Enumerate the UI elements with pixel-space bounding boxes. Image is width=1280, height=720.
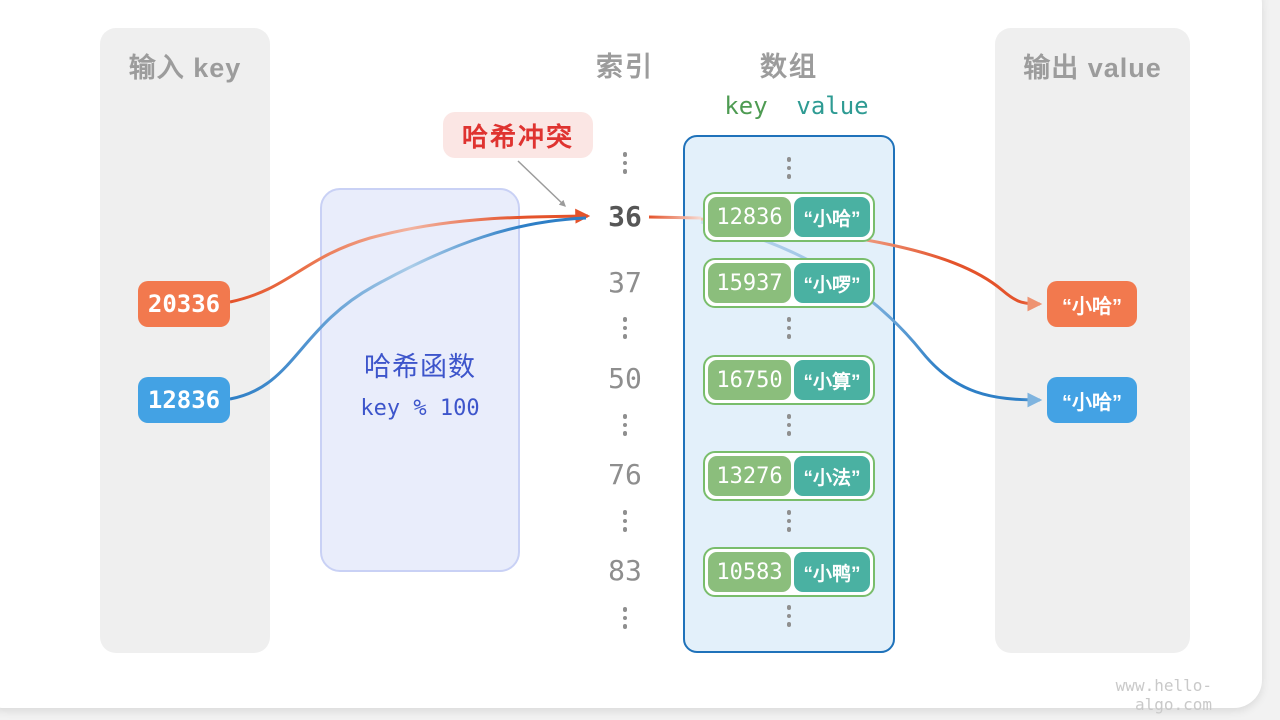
array-ellipsis: [779, 414, 799, 436]
hash-function-formula: key % 100: [360, 396, 480, 421]
entry-value-pill: “小法”: [794, 456, 870, 496]
input-key-box-20336: 20336: [138, 281, 230, 327]
index-value-50: 50: [608, 362, 642, 395]
array-entry: 13276 “小法”: [703, 451, 875, 501]
entry-key-pill: 13276: [708, 456, 791, 496]
index-value-76: 76: [608, 458, 642, 491]
output-value-box-blue: “小哈”: [1047, 377, 1137, 423]
footer-watermark: www.hello-algo.com: [1115, 676, 1212, 714]
array-entry: 16750 “小算”: [703, 355, 875, 405]
array-ellipsis: [779, 157, 799, 179]
entry-value-pill: “小啰”: [794, 263, 870, 303]
array-entry: 10583 “小鸭”: [703, 547, 875, 597]
index-value-83: 83: [608, 554, 642, 587]
hash-function-title: 哈希函数: [364, 352, 476, 382]
index-column-title: 索引: [596, 52, 654, 82]
collision-badge: 哈希冲突: [443, 112, 593, 158]
entry-key-pill: 12836: [708, 197, 791, 237]
entry-key-pill: 16750: [708, 360, 791, 400]
index-ellipsis: [615, 414, 635, 436]
array-column-title: 数组: [760, 52, 818, 82]
index-ellipsis: [615, 317, 635, 339]
output-value-box-orange: “小哈”: [1047, 281, 1137, 327]
array-entry: 12836 “小哈”: [703, 192, 875, 242]
index-ellipsis: [615, 510, 635, 532]
array-ellipsis: [779, 510, 799, 532]
key-column-header: key: [724, 92, 768, 120]
input-panel-title: 输入 key: [128, 53, 242, 83]
value-column-header: value: [796, 92, 869, 120]
input-key-panel: 输入 key: [100, 28, 270, 653]
output-panel-title: 输出 value: [1023, 53, 1162, 83]
index-value-36: 36: [608, 200, 642, 233]
entry-key-pill: 15937: [708, 263, 791, 303]
entry-key-pill: 10583: [708, 552, 791, 592]
output-value-panel: 输出 value: [995, 28, 1190, 653]
input-key-box-12836: 12836: [138, 377, 230, 423]
index-ellipsis: [615, 607, 635, 629]
array-entry: 15937 “小啰”: [703, 258, 875, 308]
entry-value-pill: “小哈”: [794, 197, 870, 237]
array-ellipsis: [779, 317, 799, 339]
entry-value-pill: “小鸭”: [794, 552, 870, 592]
entry-value-pill: “小算”: [794, 360, 870, 400]
index-ellipsis: [615, 152, 635, 174]
index-value-37: 37: [608, 266, 642, 299]
array-ellipsis: [779, 605, 799, 627]
